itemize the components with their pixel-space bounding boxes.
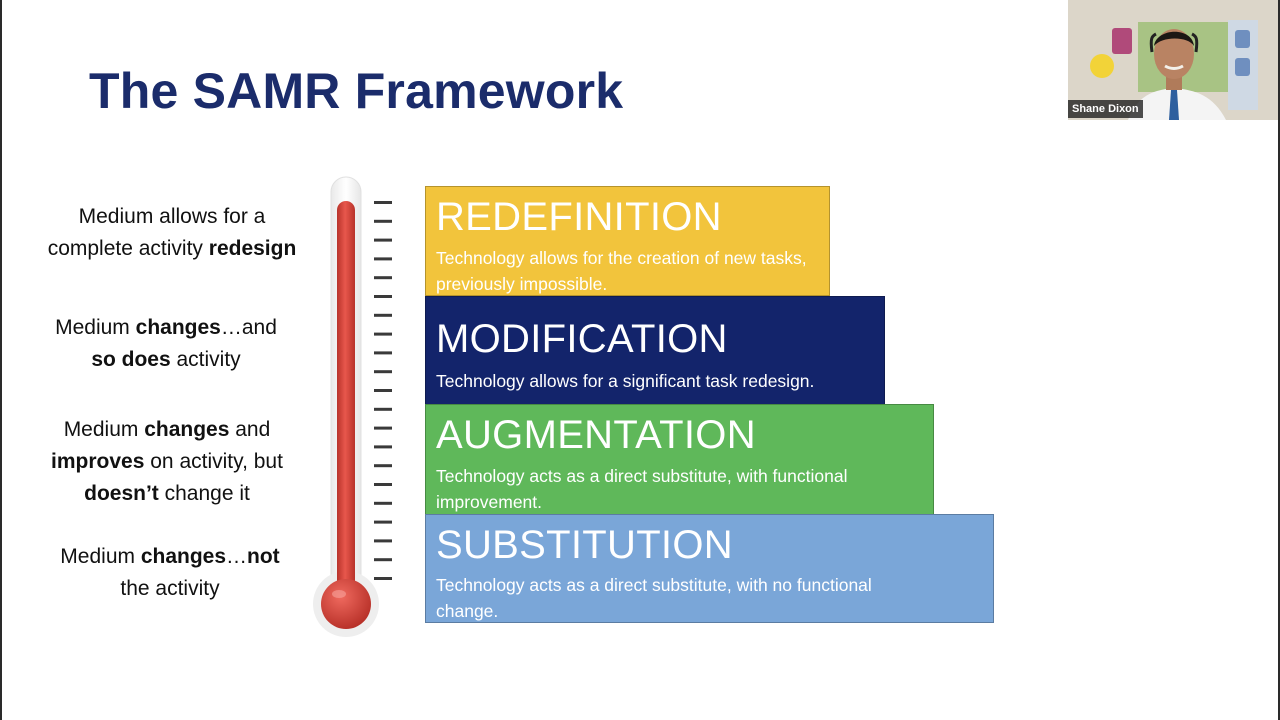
description-text: Medium allows for a <box>78 205 266 228</box>
thermometer-tick <box>374 389 392 392</box>
thermometer-tick <box>374 426 392 430</box>
thermometer-graphic <box>313 176 392 637</box>
level-name: MODIFICATION <box>436 317 728 361</box>
description-emphasis: doesn’t <box>84 482 159 505</box>
description-emphasis: redesign <box>208 237 297 260</box>
description-line: so does activity <box>6 344 326 376</box>
participant-video-tile[interactable]: Shane Dixon <box>1068 0 1278 120</box>
description-line: Medium changes and <box>7 414 327 446</box>
level-description: Technology acts as a direct substitute, … <box>436 466 848 512</box>
thermometer-tick <box>374 539 392 543</box>
thermometer-tick <box>374 445 392 449</box>
description-text: the activity <box>120 577 220 600</box>
description-text: Medium <box>63 418 145 441</box>
description-substitution: Medium changes…not the activity <box>10 541 330 605</box>
thermometer-tick <box>374 501 392 505</box>
description-line: the activity <box>10 573 330 605</box>
description-text: change it <box>158 482 250 505</box>
thermometer-tick <box>374 238 392 242</box>
description-text: … <box>226 545 248 568</box>
description-text: Medium <box>60 545 141 568</box>
mercury-column <box>337 201 355 606</box>
thermometer-tick <box>374 464 392 468</box>
thermometer-tick <box>374 407 392 411</box>
thermometer-tick <box>374 483 392 486</box>
thermometer-tick <box>374 219 392 223</box>
thermometer-tick <box>374 558 392 562</box>
thermometer-tick <box>374 257 392 261</box>
thermometer-ticks <box>374 201 392 580</box>
level-description: Technology allows for a significant task… <box>436 371 815 391</box>
description-redefinition: Medium allows for a complete activity red… <box>12 201 332 265</box>
participant-name-label: Shane Dixon <box>1068 100 1143 118</box>
description-line: Medium changes…not <box>10 541 330 573</box>
level-description: Technology allows for the creation of ne… <box>436 248 807 294</box>
description-text: and <box>229 418 271 441</box>
thermometer-tick <box>374 201 392 204</box>
level-modification: MODIFICATION Technology allows for a sig… <box>425 296 885 405</box>
description-line: complete activity redesign <box>12 233 332 265</box>
level-substitution: SUBSTITUTION Technology acts as a direct… <box>425 514 994 623</box>
level-name: AUGMENTATION <box>436 413 756 457</box>
description-emphasis: improves <box>51 450 145 473</box>
slide-title: The SAMR Framework <box>89 63 624 119</box>
participant-video-feed <box>1068 0 1278 120</box>
description-line: Medium allows for a <box>12 201 332 233</box>
description-line: improves on activity, but <box>7 446 327 478</box>
description-emphasis: changes <box>140 545 227 568</box>
description-emphasis: not <box>247 545 280 568</box>
thermometer-tick <box>374 370 392 374</box>
level-augmentation: AUGMENTATION Technology acts as a direct… <box>425 404 934 515</box>
thermometer-tick <box>374 313 392 317</box>
level-name: SUBSTITUTION <box>436 523 733 567</box>
level-name: REDEFINITION <box>436 195 722 239</box>
level-description: Technology acts as a direct substitute, … <box>436 575 872 621</box>
thermometer-tick <box>374 332 392 336</box>
thermometer-tick <box>374 520 392 524</box>
thermometer-tick <box>374 577 392 580</box>
description-line: doesn’t change it <box>7 478 327 510</box>
description-text: activity <box>170 348 241 371</box>
thermometer-bulb <box>321 579 371 629</box>
thermometer-tick <box>374 295 392 298</box>
description-text: Medium <box>55 316 136 339</box>
thermometer-tick <box>374 276 392 280</box>
description-text: on activity, but <box>144 450 283 473</box>
description-line: Medium changes…and <box>6 312 326 344</box>
level-redefinition: REDEFINITION Technology allows for the c… <box>425 186 830 296</box>
description-text: …and <box>220 316 277 339</box>
description-emphasis: changes <box>135 316 221 339</box>
thermometer-tick <box>374 351 392 355</box>
description-emphasis: so does <box>91 348 171 371</box>
description-text: complete activity <box>47 237 209 260</box>
description-emphasis: changes <box>144 418 230 441</box>
